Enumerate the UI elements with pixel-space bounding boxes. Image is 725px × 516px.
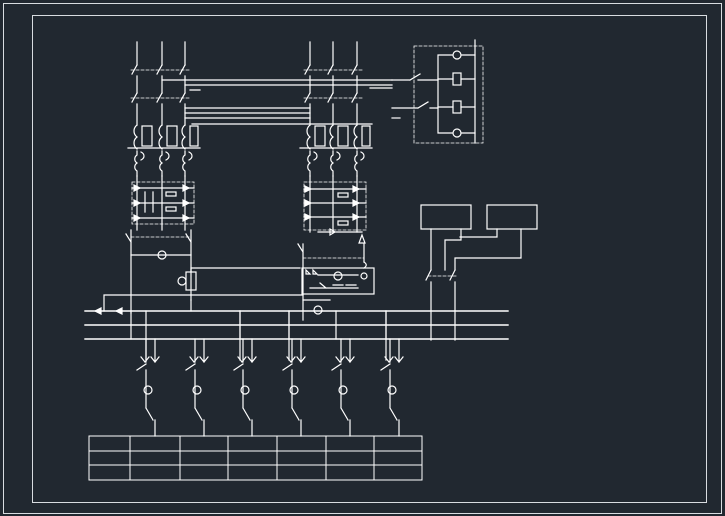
arrester-bank xyxy=(131,175,195,231)
arrester-bank xyxy=(303,175,367,244)
relay-block xyxy=(177,267,301,291)
outgoing-feeder-4 xyxy=(282,338,306,437)
bus-coupler-switches xyxy=(425,269,459,341)
meter-symbol xyxy=(313,305,323,315)
incoming-feeder-left xyxy=(125,41,301,314)
outgoing-feeder-5 xyxy=(331,338,355,437)
outgoing-feeder-6 xyxy=(380,338,404,437)
meter-symbol xyxy=(157,250,167,260)
outgoing-feeder-2 xyxy=(185,338,209,437)
control-unit-right xyxy=(454,204,538,271)
bus-tap-lines xyxy=(93,294,387,361)
incoming-feeder-right xyxy=(297,41,375,321)
voltage-transformer-set xyxy=(134,150,193,177)
current-transformer-set xyxy=(299,124,373,150)
outgoing-feeder-1 xyxy=(136,338,160,437)
current-transformer-set xyxy=(127,124,201,150)
outgoing-feeders xyxy=(136,338,404,437)
control-supply-box xyxy=(391,39,484,144)
title-block-table xyxy=(88,435,423,481)
tie-lines xyxy=(161,79,393,125)
voltage-transformer-set xyxy=(307,150,365,177)
control-unit-left xyxy=(420,204,472,271)
protection-panel xyxy=(301,261,375,295)
main-busbars xyxy=(84,310,509,340)
sheet-frame xyxy=(3,3,722,514)
outgoing-feeder-3 xyxy=(233,338,257,437)
